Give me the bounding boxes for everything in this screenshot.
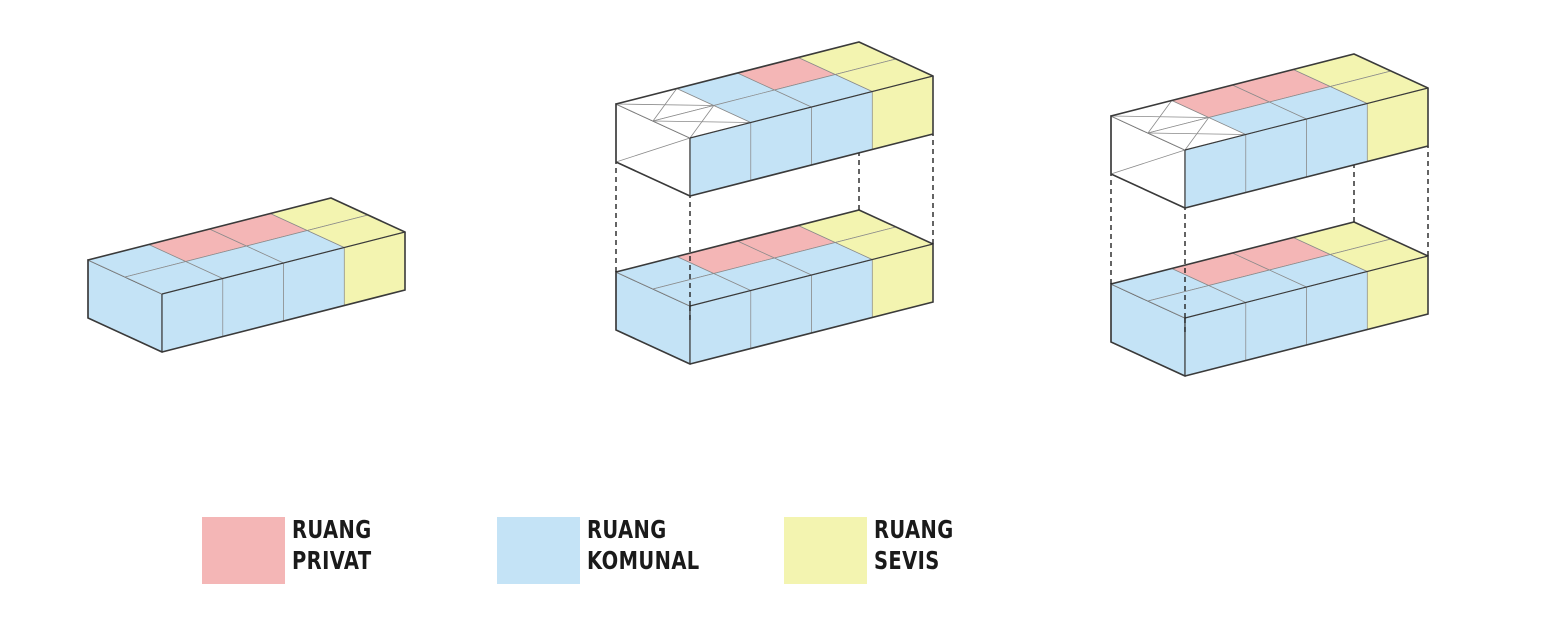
legend-sevis-line2: SEVIS	[874, 546, 940, 575]
box-2-1-void-cross-b-1-0	[1184, 117, 1210, 151]
box-0-0-front-top-edge	[161, 231, 406, 295]
box-2-1-front-top-edge	[1184, 87, 1429, 151]
legend-privat-line2: PRIVAT	[292, 546, 372, 575]
box-2-1-outline	[1110, 53, 1429, 209]
box-1-1-side-cross-1	[615, 137, 691, 163]
box-1-1-void-cross-b-0-0	[652, 88, 678, 122]
box-2-1-side-cross-1	[1110, 149, 1186, 175]
box-2-1-void-cross-b-0-0	[1147, 100, 1173, 134]
legend-swatch-privat	[202, 517, 285, 584]
legend-privat-line1: RUANG	[292, 515, 372, 544]
legend-swatch-sevis	[784, 517, 867, 584]
legend-komunal-line1: RUANG	[587, 515, 667, 544]
legend-label-komunal: RUANG KOMUNAL	[587, 514, 743, 576]
box-1-1-outline	[615, 41, 934, 197]
box-1-1-front-top-edge	[689, 75, 934, 139]
box-1-1-void-cross-b-1-0	[689, 105, 715, 139]
legend-label-privat: RUANG PRIVAT	[292, 514, 448, 576]
box-1-0-front-top-edge	[689, 243, 934, 307]
box-0-0-outline	[87, 197, 406, 353]
legend-sevis-line1: RUANG	[874, 515, 954, 544]
legend-swatch-komunal	[497, 517, 580, 584]
box-2-0-front-top-edge	[1184, 255, 1429, 319]
legend-komunal-line2: KOMUNAL	[587, 546, 700, 575]
legend-label-sevis: RUANG SEVIS	[874, 514, 1030, 576]
